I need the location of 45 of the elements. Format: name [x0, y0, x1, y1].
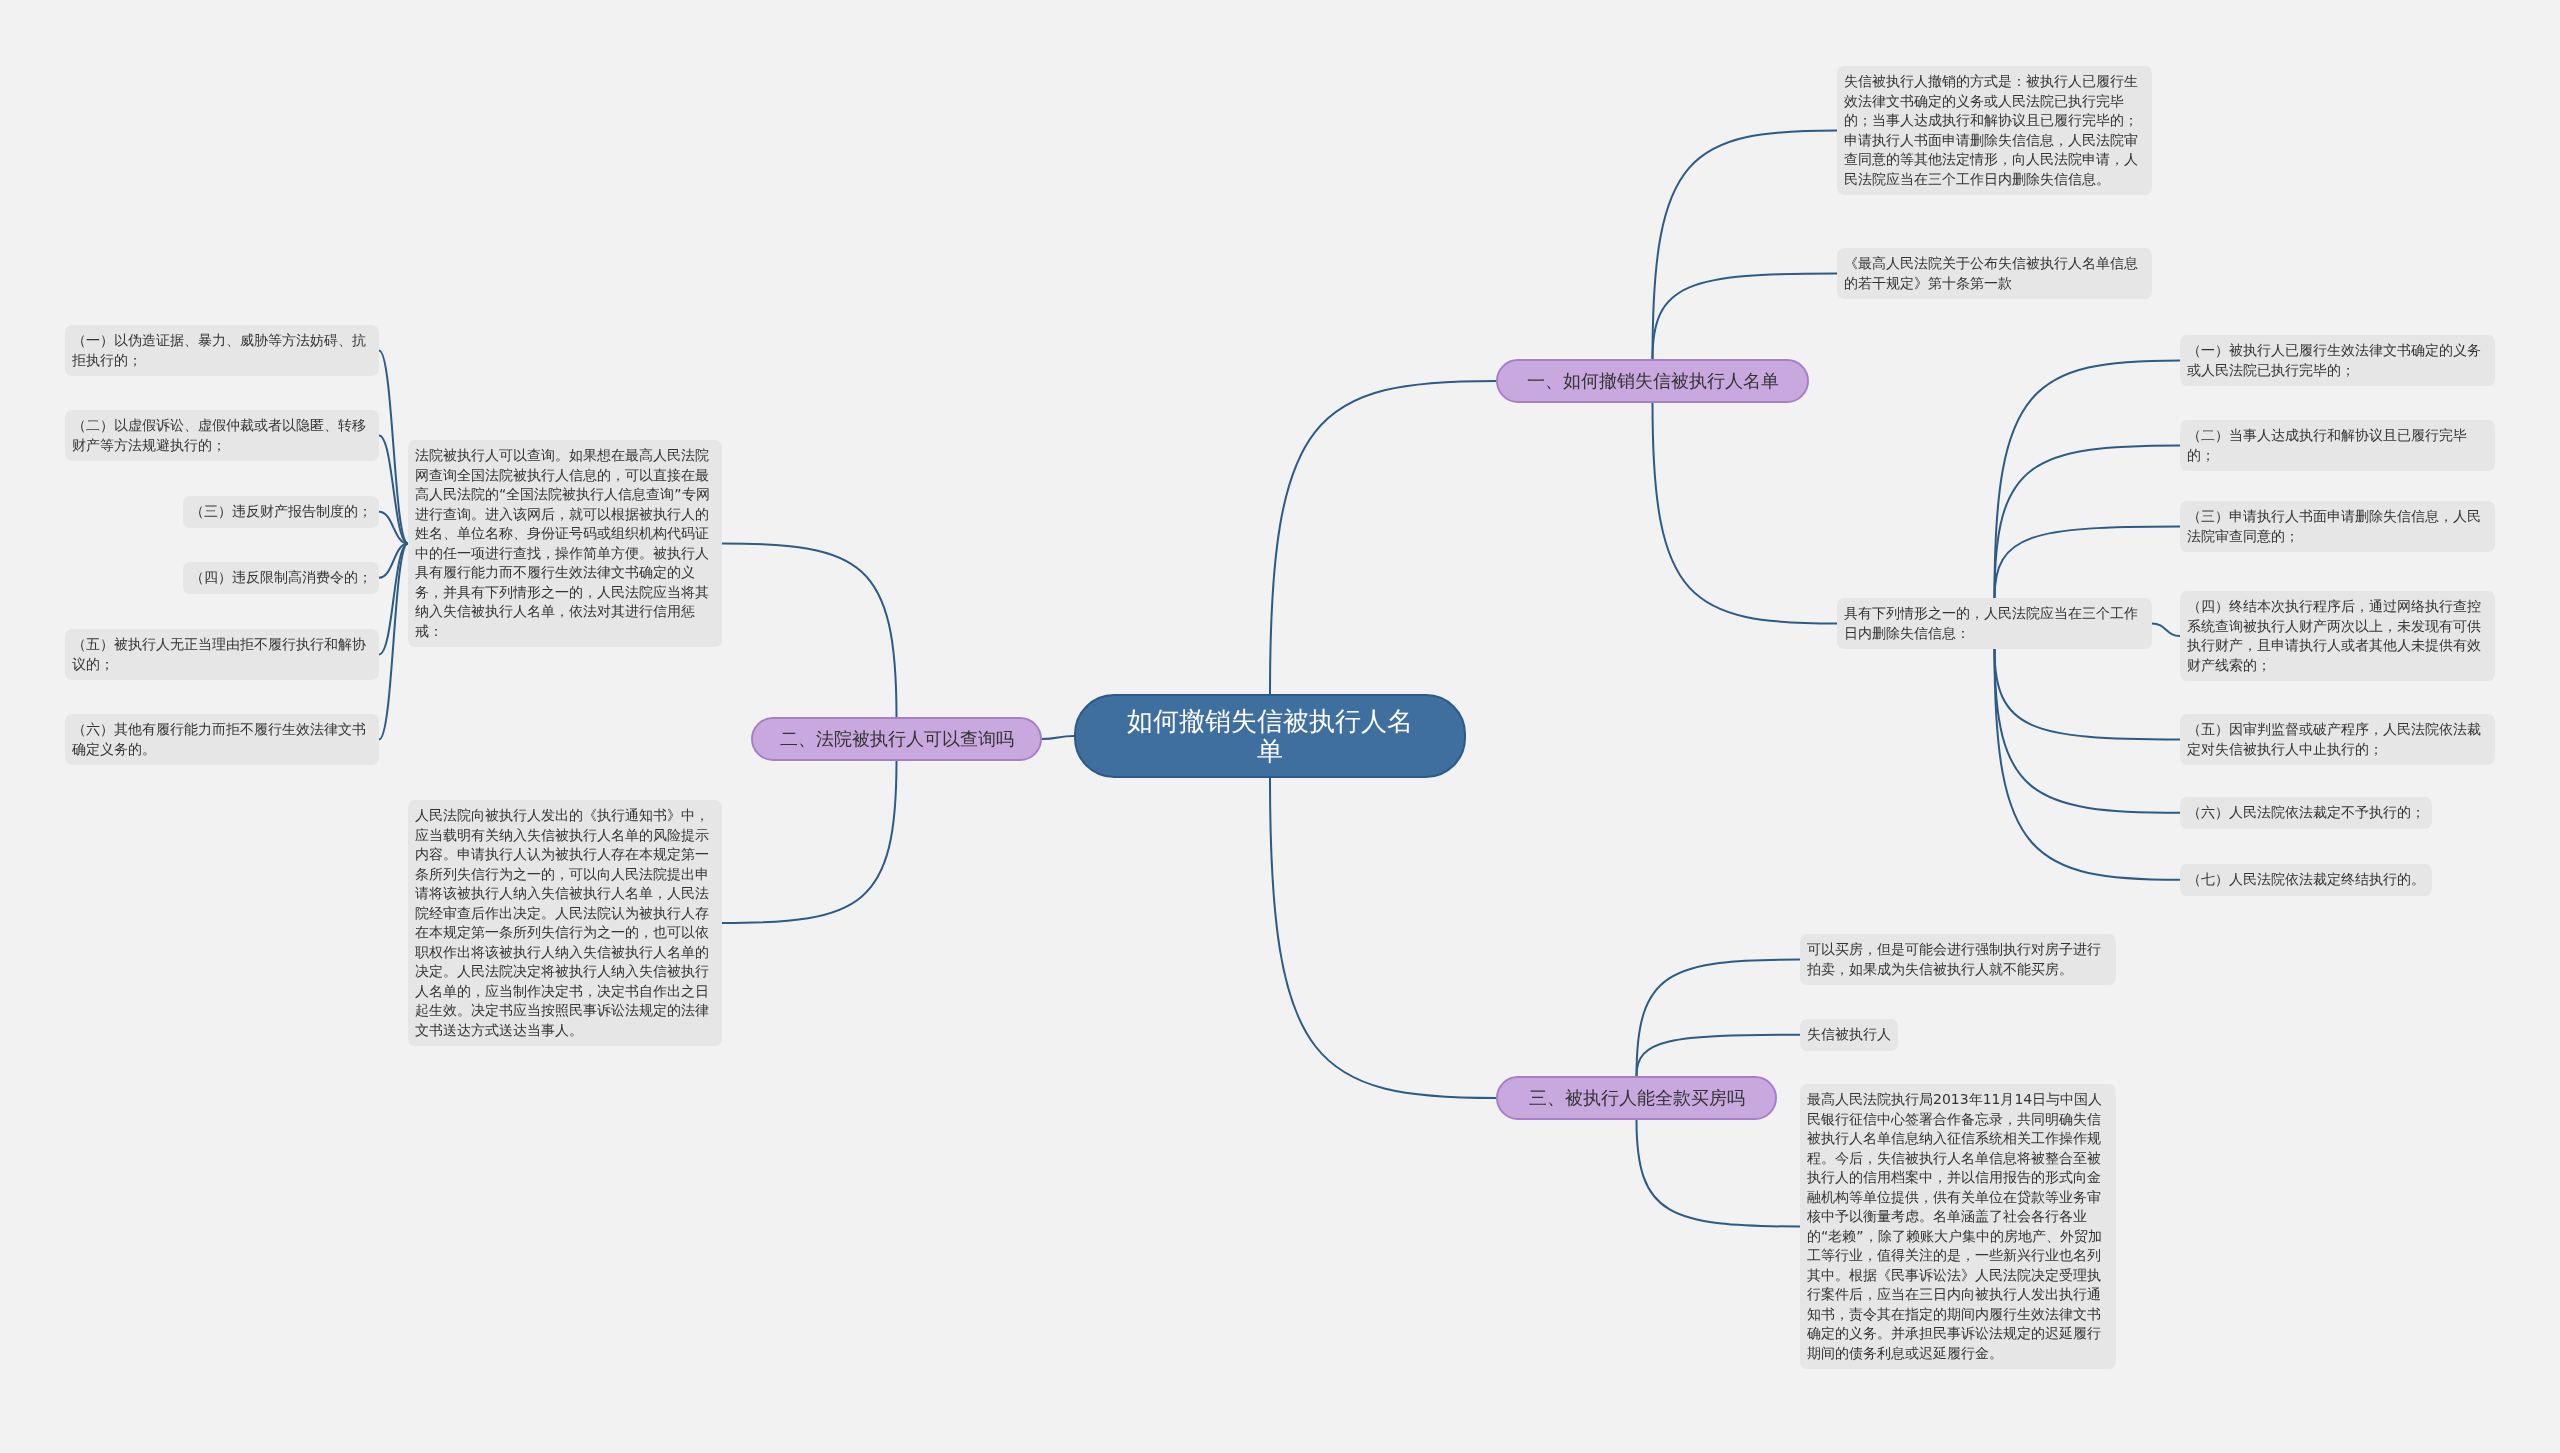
connector-line — [2151, 622, 2181, 637]
connector-line — [378, 434, 409, 545]
note-box: 法院被执行人可以查询。如果想在最高人民法院网查询全国法院被执行人信息的，可以直接在最高人民法院的“全国法院被执行人信息查询”专网进行查询。进入该网后，就可以根据被执行人的姓名、单位名称、身份证号码或组织机构代码证中的任一项进行查找，操作简单方便。被执行人具有履行能力而不履行生效法律文书确定的义务，并具有下列情形之一的，人民法院应当将其纳入失信被执行人名单，依法对其进行信用惩戒： — [408, 440, 722, 647]
connector-line — [1635, 958, 1801, 1077]
connector-line — [1041, 735, 1075, 740]
note-box: （二）以虚假诉讼、虚假仲裁或者以隐匿、转移财产等方法规避执行的； — [65, 410, 379, 461]
note-box: （七）人民法院依法裁定终结执行的。 — [2180, 864, 2432, 896]
note-box: （六）其他有履行能力而拒不履行生效法律文书确定义务的。 — [65, 714, 379, 765]
connector-line — [1993, 525, 2181, 599]
note-box: （二）当事人达成执行和解协议且已履行完毕的； — [2180, 420, 2495, 471]
branch-topic-box: 三、被执行人能全款买房吗 — [1496, 1076, 1777, 1120]
note-box: （一）被执行人已履行生效法律文书确定的义务或人民法院已执行完毕的； — [2180, 335, 2495, 386]
connector-line — [378, 349, 409, 545]
connector-line — [1635, 1033, 1801, 1077]
connector-line — [1651, 402, 1838, 625]
central-topic-box: 如何撤销失信被执行人名单 — [1074, 694, 1466, 778]
note-box: （五）被执行人无正当理由拒不履行执行和解协议的； — [65, 629, 379, 680]
connector-line — [378, 542, 409, 741]
note-box: （五）因审判监督或破产程序，人民法院依法裁定对失信被执行人中止执行的； — [2180, 714, 2495, 765]
connector-line — [378, 542, 409, 656]
note-box: （一）以伪造证据、暴力、威胁等方法妨碍、抗拒执行的； — [65, 325, 379, 376]
connector-line — [1993, 444, 2181, 599]
note-box: 人民法院向被执行人发出的《执行通知书》中，应当载明有关纳入失信被执行人名单的风险提示内容。申请执行人认为被执行人存在本规定第一条所列失信行为之一的，可以向人民法院提出申请将该被执行人纳入失信被执行人名单，人民法院经审查后作出决定。人民法院认为被执行人存在本规定第一条所列失信行为之一的，也可以依职权作出将该被执行人纳入失信被执行人名单的决定。人民法院决定将被执行人纳入失信被执行人名单的，应当制作决定书，决定书自作出之日起生效。决定书应当按照民事诉讼法规定的法律文书送达方式送达当事人。 — [408, 800, 722, 1046]
note-box: 具有下列情形之一的，人民法院应当在三个工作日内删除失信信息： — [1837, 598, 2152, 649]
note-box: 最高人民法院执行局2013年11月14日与中国人民银行征信中心签署合作备忘录，共同明确失信被执行人名单信息纳入征信系统相关工作操作规程。今后，失信被执行人名单信息将被整合至被执行人的信用档案中，并以信用报告的形式向金融机构等单位提供，供有关单位在贷款等业务审核中予以衡量考虑。名单涵盖了社会各行各业的“老赖”，除了赖账大户集中的房地产、外贸加工等行业，值得关注的是，一些新兴行业也名列其中。根据《民事诉讼法》人民法院决定受理执行案件后，应当在三日内向被执行人发出执行通知书，责令其在指定的期间内履行生效法律文书确定的义务。并承担民事诉讼法规定的迟延履行期间的债务利息或迟延履行金。 — [1800, 1084, 2116, 1369]
note-box: 失信被执行人撤销的方式是：被执行人已履行生效法律文书确定的义务或人民法院已执行完毕的；当事人达成执行和解协议且已履行完毕的；申请执行人书面申请删除失信信息，人民法院审查同意的等其他法定情形，向人民法院申请，人民法院应当在三个工作日内删除失信信息。 — [1837, 66, 2152, 195]
note-box: （三）申请执行人书面申请删除失信信息，人民法院审查同意的； — [2180, 501, 2495, 552]
connector-line — [1651, 129, 1838, 360]
connector-line — [721, 542, 898, 718]
connector-line — [721, 760, 898, 924]
note-box: （四）违反限制高消费令的； — [183, 562, 379, 594]
note-box: 《最高人民法院关于公布失信被执行人名单信息的若干规定》第十条第一款 — [1837, 248, 2152, 299]
connector-line — [1993, 648, 2181, 881]
note-box: （六）人民法院依法裁定不予执行的； — [2180, 797, 2432, 829]
note-box: （四）终结本次执行程序后，通过网络执行查控系统查询被执行人财产两次以上，未发现有可供执行财产，且申请执行人或者其他人未提供有效财产线索的； — [2180, 591, 2495, 681]
connector-line — [1269, 777, 1497, 1099]
note-box: （三）违反财产报告制度的； — [183, 496, 379, 528]
connector-line — [1651, 272, 1838, 360]
connector-line — [1993, 359, 2181, 599]
connector-line — [1269, 380, 1497, 695]
connector-line — [1635, 1119, 1801, 1228]
branch-topic-box: 二、法院被执行人可以查询吗 — [751, 717, 1042, 761]
note-box: 失信被执行人 — [1800, 1019, 1898, 1051]
note-box: 可以买房，但是可能会进行强制执行对房子进行拍卖，如果成为失信被执行人就不能买房。 — [1800, 934, 2116, 985]
branch-topic-box: 一、如何撤销失信被执行人名单 — [1496, 359, 1809, 403]
